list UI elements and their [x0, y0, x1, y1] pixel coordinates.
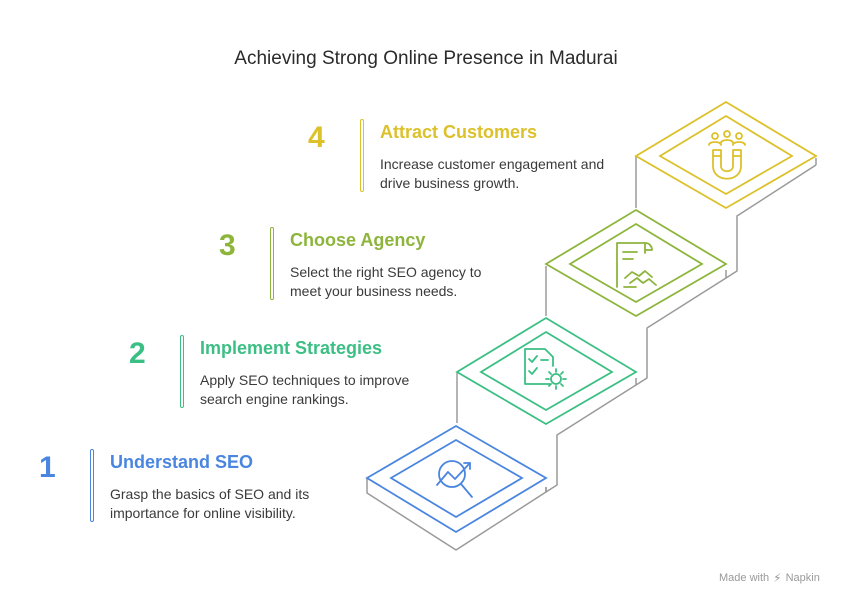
step-3-title: Choose Agency	[290, 230, 426, 250]
checklist-gear-icon	[524, 348, 567, 390]
step-2-description: Apply SEO techniques to improve search e…	[200, 372, 410, 407]
magnet-people-icon	[708, 130, 746, 180]
step-4-diamond	[634, 100, 818, 210]
step-3-diamond	[544, 208, 728, 318]
step-2-diamond	[455, 316, 638, 426]
step-3-number: 3	[219, 229, 236, 262]
napkin-brand: Napkin	[785, 572, 820, 584]
made-with-label: Made with	[719, 572, 770, 584]
contract-handshake-icon	[616, 242, 657, 288]
step-2-title: Implement Strategies	[200, 338, 383, 358]
step-1-diamond	[365, 424, 548, 534]
diagram-title: Achieving Strong Online Presence in Madu…	[234, 48, 618, 69]
step-3-bar	[270, 227, 274, 300]
step-1-bar	[90, 449, 94, 522]
footer-watermark: Made with ⚡ Napkin	[719, 571, 820, 585]
step-4-title: Attract Customers	[380, 122, 538, 142]
step-2-bar	[180, 335, 184, 408]
step-4-description: Increase customer engagement and drive b…	[380, 156, 605, 191]
napkin-logo-icon: ⚡	[773, 571, 782, 585]
step-3-description: Select the right SEO agency to meet your…	[290, 264, 482, 299]
step-4-number: 4	[308, 121, 325, 154]
step-1-description: Grasp the basics of SEO and its importan…	[110, 486, 310, 521]
step-2-number: 2	[129, 337, 146, 370]
step-1-number: 1	[39, 451, 56, 484]
step-1-title: Understand SEO	[110, 452, 254, 472]
seo-analytics-icon	[436, 460, 473, 498]
step-4-bar	[360, 119, 364, 192]
